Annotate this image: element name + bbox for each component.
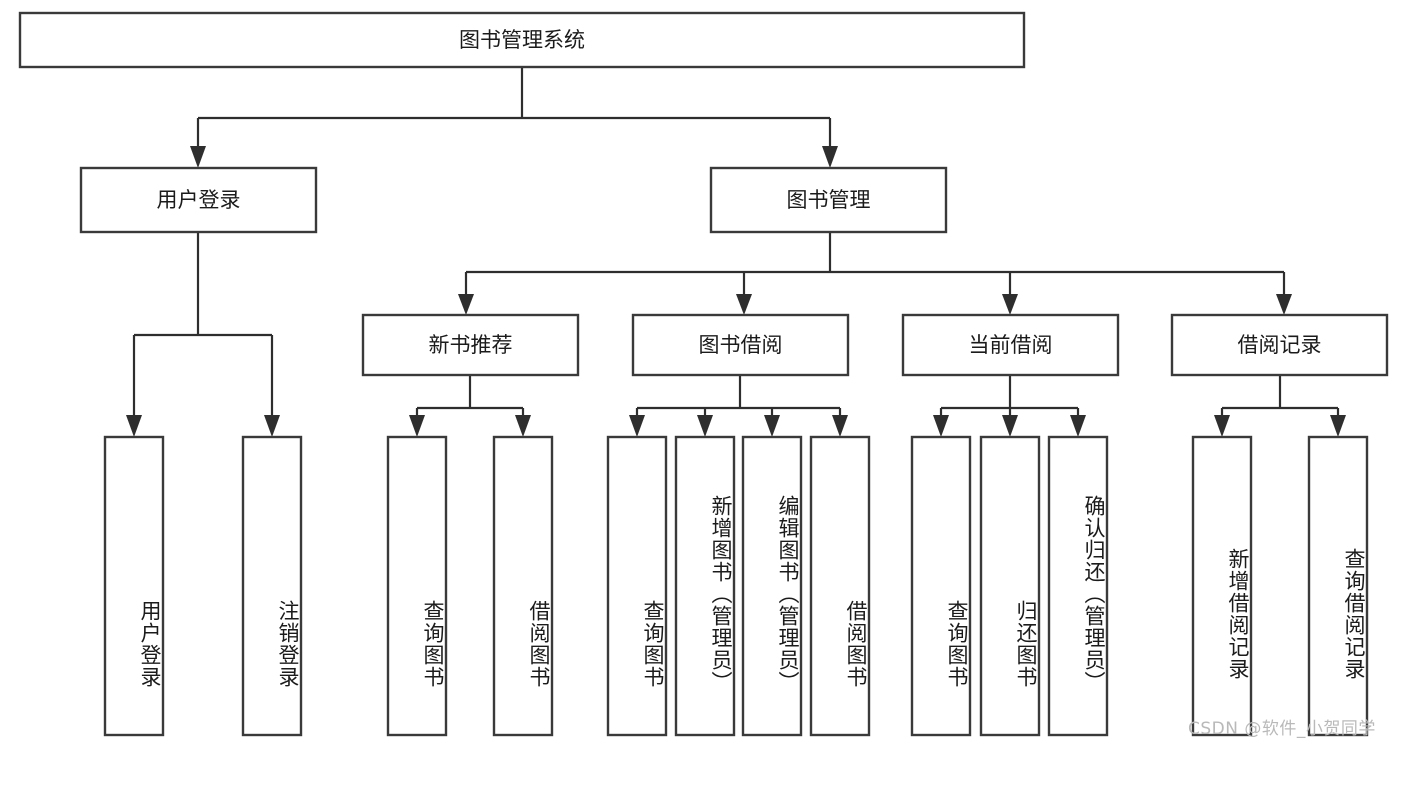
edge-layer	[126, 67, 1346, 437]
node-leaf-current-borrow-0[interactable]	[910, 435, 972, 737]
arrow-book-borrow-leaf-3	[832, 415, 848, 437]
arrow-current-borrow-leaf-0	[933, 415, 949, 437]
arrow-book-mgmt-to-book-borrow	[736, 294, 752, 315]
node-user-login-label: 用户登录	[157, 188, 241, 212]
node-leaf-user-login-0[interactable]	[103, 435, 165, 737]
node-leaf-book-borrow-3[interactable]	[809, 435, 871, 737]
arrow-borrow-record-leaf-1	[1330, 415, 1346, 437]
node-book-borrow-label: 图书借阅	[699, 333, 783, 357]
node-leaf-new-book-1[interactable]	[492, 435, 554, 737]
arrow-current-borrow-leaf-1	[1002, 415, 1018, 437]
node-leaf-borrow-record-0[interactable]	[1191, 435, 1253, 737]
arrow-new-book-leaf-1	[515, 415, 531, 437]
node-leaf-book-borrow-0[interactable]	[606, 435, 668, 737]
node-borrow-record[interactable]	[1170, 313, 1389, 377]
arrow-root-to-book-mgmt	[822, 146, 838, 168]
arrow-borrow-record-leaf-0	[1214, 415, 1230, 437]
arrow-book-borrow-leaf-0	[629, 415, 645, 437]
node-current-borrow[interactable]	[901, 313, 1120, 377]
node-borrow-record-label: 借阅记录	[1238, 333, 1322, 357]
arrow-book-mgmt-to-new-book	[458, 294, 474, 315]
node-leaf-user-login-1[interactable]	[241, 435, 303, 737]
node-book-management-label: 图书管理	[787, 188, 871, 212]
arrow-user-login-leaf-1	[264, 415, 280, 437]
arrow-current-borrow-leaf-2	[1070, 415, 1086, 437]
node-current-borrow-label: 当前借阅	[969, 333, 1053, 357]
node-root-label: 图书管理系统	[459, 28, 585, 52]
arrow-book-mgmt-to-current-borrow	[1002, 294, 1018, 315]
node-new-book-recommend-label: 新书推荐	[429, 333, 513, 357]
node-book-management[interactable]	[709, 166, 948, 234]
node-root-book-management-system[interactable]	[18, 11, 1026, 69]
arrow-new-book-leaf-0	[409, 415, 425, 437]
arrow-root-to-user-login	[190, 146, 206, 168]
arrow-book-borrow-leaf-2	[764, 415, 780, 437]
node-leaf-current-borrow-2[interactable]	[1047, 435, 1109, 737]
node-layer: 图书管理系统 用户登录 图书管理 新书推荐 图书借阅 当前借阅 借阅记录	[18, 11, 1389, 737]
node-leaf-borrow-record-1[interactable]	[1307, 435, 1369, 737]
org-tree-svg: 图书管理系统 用户登录 图书管理 新书推荐 图书借阅 当前借阅 借阅记录	[18, 11, 1389, 737]
node-user-login[interactable]	[79, 166, 318, 234]
arrow-book-mgmt-to-borrow-record	[1276, 294, 1292, 315]
node-book-borrow[interactable]	[631, 313, 850, 377]
arrow-user-login-leaf-0	[126, 415, 142, 437]
arrow-book-borrow-leaf-1	[697, 415, 713, 437]
node-leaf-current-borrow-1[interactable]	[979, 435, 1041, 737]
node-leaf-new-book-0[interactable]	[386, 435, 448, 737]
diagram-canvas: 图书管理系统 用户登录 图书管理 新书推荐 图书借阅 当前借阅 借阅记录	[18, 11, 1389, 739]
node-leaf-book-borrow-2[interactable]	[741, 435, 803, 737]
node-leaf-book-borrow-1[interactable]	[674, 435, 736, 737]
node-new-book-recommend[interactable]	[361, 313, 580, 377]
